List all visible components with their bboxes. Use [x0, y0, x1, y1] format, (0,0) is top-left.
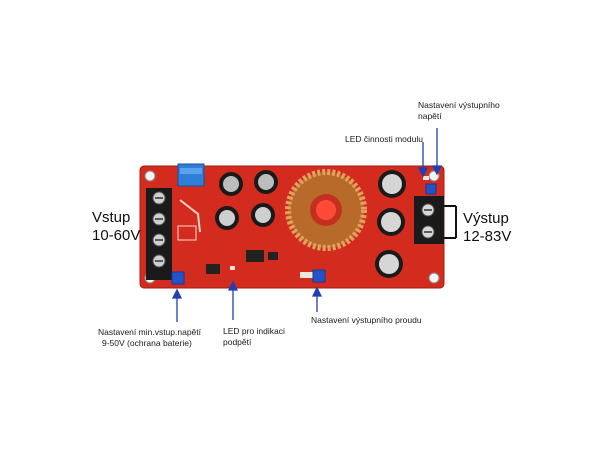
- callout-undervoltage-led: LED pro indikaci podpětí: [223, 326, 285, 347]
- input-terminal-screws: [152, 191, 166, 268]
- callout-arrows: [171, 128, 443, 322]
- output-voltage-range: 12-83V: [463, 228, 512, 245]
- trimpot-min-input: [171, 271, 185, 285]
- trimpot-current: [312, 269, 326, 283]
- activity-led: [423, 176, 429, 180]
- toroidal-inductor: [285, 169, 367, 251]
- input-label-line1: Vstup: [92, 209, 131, 226]
- output-label-line1: Výstup: [463, 210, 509, 227]
- callout-min-input: Nastavení min.vstup.napětí 9-50V (ochran…: [98, 327, 202, 348]
- driver-ic: [206, 264, 220, 274]
- output-capacitors: [375, 170, 406, 278]
- input-label: Vstup 10-60V: [92, 209, 140, 245]
- output-label: Výstup 12-83V: [463, 210, 511, 246]
- input-voltage-range: 10-60V: [92, 227, 141, 244]
- trimpot-voltage: [425, 183, 437, 195]
- callout-activity-led: LED činnosti modulu: [345, 134, 423, 144]
- mounting-hole: [144, 170, 156, 182]
- callout-current-adjust: Nastavení výstupního proudu: [311, 315, 422, 325]
- undervoltage-led: [230, 266, 235, 270]
- controller-ic: [246, 250, 264, 262]
- callout-voltage-adjust: Nastavení výstupního napětí: [418, 100, 500, 121]
- input-capacitors: [215, 170, 278, 230]
- input-mosfet-heatsink: [177, 163, 205, 187]
- mounting-hole: [428, 272, 440, 284]
